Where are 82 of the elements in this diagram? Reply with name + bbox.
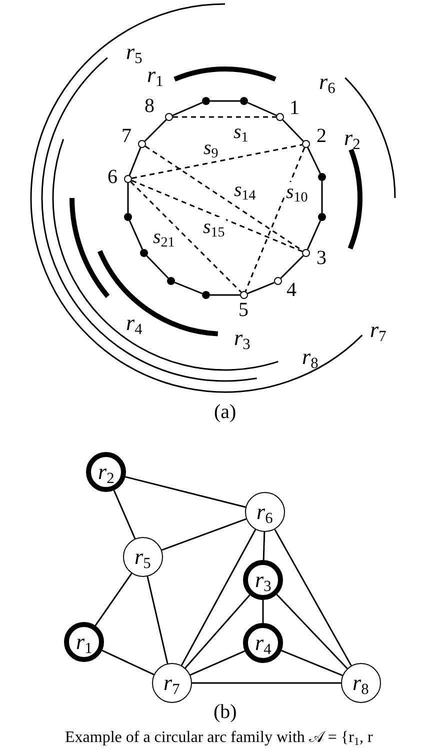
- point-number: 7: [122, 126, 132, 146]
- line: [128, 220, 144, 250]
- graph-vertex: [341, 663, 381, 703]
- graph-vertex: [152, 663, 192, 703]
- graph-vertex: [243, 560, 283, 600]
- line: [247, 102, 277, 116]
- dashed-line: [244, 147, 306, 292]
- line: [274, 529, 352, 666]
- point-number: 4: [286, 280, 296, 300]
- vertex-label: r$_{3}$: [255, 569, 272, 591]
- line: [125, 476, 246, 508]
- graph-vertex: [64, 622, 104, 662]
- line: [306, 220, 322, 250]
- line: [172, 102, 203, 116]
- filled-point: [202, 291, 210, 299]
- line: [146, 255, 169, 279]
- dashed-line: [130, 181, 242, 293]
- line: [127, 183, 129, 213]
- line: [192, 682, 341, 684]
- arc-label: r$_{5}$: [126, 41, 142, 63]
- graph-vertex: [86, 452, 126, 492]
- vertex-label: r$_{6}$: [256, 500, 273, 522]
- vertex-label: r$_{2}$: [98, 461, 114, 483]
- dashed-line: [132, 144, 302, 179]
- point-number: 1: [290, 98, 300, 118]
- point-number: 5: [238, 300, 248, 320]
- line: [210, 100, 240, 102]
- graph-vertex: [123, 537, 163, 577]
- line: [280, 255, 304, 279]
- line: [146, 576, 168, 664]
- line: [128, 147, 142, 176]
- line: [210, 294, 240, 296]
- filled-point: [202, 97, 210, 105]
- line: [94, 573, 132, 626]
- arc-label: r$_{3}$: [234, 327, 250, 349]
- line: [247, 282, 275, 294]
- line: [144, 119, 167, 142]
- point-number: 3: [316, 248, 326, 268]
- filled-point: [140, 249, 148, 257]
- edge-label: s$_{15}$: [202, 217, 226, 237]
- line: [180, 529, 256, 666]
- point-number: 2: [316, 126, 326, 146]
- graph-vertex: [245, 492, 285, 532]
- line: [276, 594, 348, 670]
- vertex-label: r$_{8}$: [352, 672, 369, 694]
- arc-label: r$_{1}$: [147, 64, 164, 86]
- arc-label: r$_{7}$: [370, 319, 386, 341]
- filled-point: [240, 97, 248, 105]
- line: [282, 119, 304, 142]
- line: [190, 650, 245, 676]
- arc-label: r$_{2}$: [344, 127, 360, 149]
- edge-label: s$_{21}$: [152, 227, 176, 247]
- arc-label: r$_{6}$: [319, 71, 336, 93]
- line: [162, 518, 246, 551]
- line: [174, 282, 203, 294]
- filled-point: [124, 213, 132, 221]
- panel-label: (b): [214, 702, 237, 722]
- vertex-label: r$_{5}$: [134, 546, 151, 568]
- line: [262, 600, 264, 623]
- arc-label: r$_{8}$: [302, 346, 318, 368]
- line: [281, 650, 343, 676]
- edge-label: s$_{10}$: [285, 182, 309, 202]
- vertex-label: r$_{4}$: [255, 632, 272, 654]
- point-number: 6: [108, 166, 118, 186]
- line: [321, 181, 323, 213]
- dashed-line: [131, 180, 303, 252]
- graph-vertex: [243, 623, 283, 663]
- line: [262, 532, 266, 560]
- arc-label: r$_{4}$: [126, 312, 142, 334]
- line: [113, 490, 136, 539]
- dashed-line: [173, 116, 276, 118]
- point-number: 8: [144, 96, 154, 116]
- filled-point: [318, 173, 326, 181]
- line: [184, 594, 250, 668]
- caption: Example of a circular arc family with 𝒜 = {r$_{1}$, r: [65, 730, 373, 746]
- panel-label: (a): [214, 402, 236, 422]
- line: [102, 650, 154, 676]
- line: [307, 147, 321, 174]
- vertex-label: r$_{1}$: [76, 631, 92, 653]
- vertex-label: r$_{7}$: [164, 672, 180, 694]
- filled-point: [318, 213, 326, 221]
- filled-point: [167, 277, 175, 285]
